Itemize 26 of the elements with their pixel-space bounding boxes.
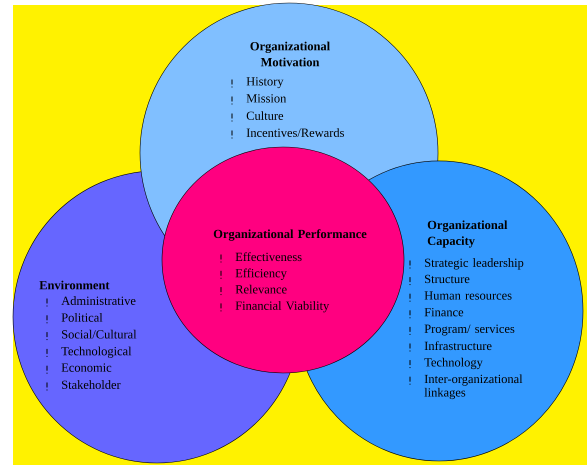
list-item: Social/Cultural [62,330,136,339]
circle-heading: Organizational Performance [214,229,366,241]
list-item: Technology [424,358,483,370]
list-item: History [246,77,284,88]
list-item: Relevance [236,284,287,294]
list-item: Infrastructure [424,341,492,350]
list-item: Strategic leadership [425,258,524,270]
list-item: Administrative [61,296,136,305]
list-item: Economic [62,363,112,372]
list-item: Inter-organizational linkages [424,374,522,400]
list-item: Mission [246,94,286,103]
list-item: Finance [424,308,464,316]
circle-heading: Environment [39,280,110,290]
circle-heading: Organizational Motivation [250,42,330,66]
list-item: Structure [425,274,470,284]
circle-heading: Organizational Capacity [428,220,508,248]
list-item: Political [62,312,102,322]
list-item: Financial Viability [236,301,330,312]
list-item: Human resources [424,291,512,300]
list-item: Technological [61,346,132,358]
list-item: Stakeholder [62,380,121,389]
list-item: Program/ services [424,324,514,336]
list-item: Effectiveness [236,252,302,262]
list-item: Culture [246,111,284,120]
list-item: Incentives/Rewards [246,128,344,137]
list-item: Efficiency [236,268,287,280]
